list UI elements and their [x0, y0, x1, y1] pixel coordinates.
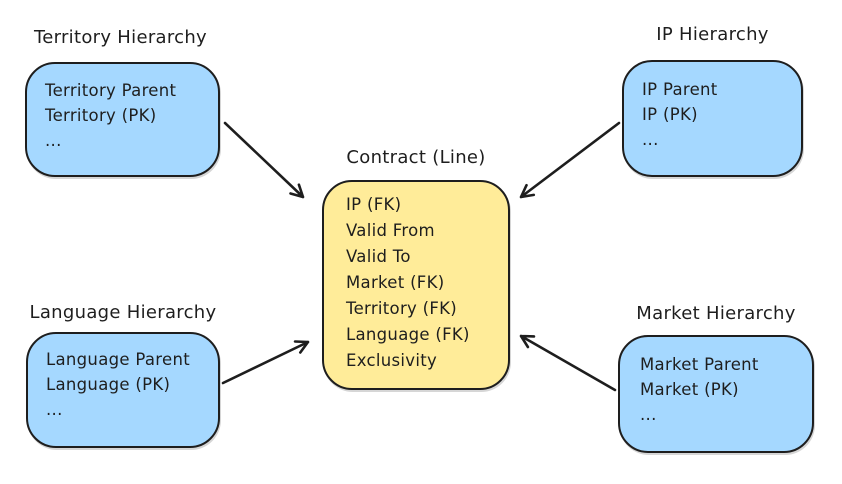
contract-line-box: IP (FK) Valid From Valid To Market (FK) …: [322, 180, 510, 390]
territory-hierarchy-title: Territory Hierarchy: [33, 27, 208, 48]
contract-field-language-fk: Language (FK): [346, 325, 470, 344]
market-field-pk: Market (PK): [640, 380, 739, 399]
territory-field-parent: Territory Parent: [45, 81, 177, 100]
arrow-ip-to-contract: [519, 121, 621, 199]
contract-line-title: Contract (Line): [346, 147, 486, 168]
ip-field-pk: IP (PK): [642, 105, 698, 124]
language-field-parent: Language Parent: [46, 350, 190, 369]
territory-field-ellipsis: ...: [45, 131, 62, 150]
language-hierarchy-box: Language Parent Language (PK) ...: [26, 332, 220, 448]
arrow-market-to-contract: [519, 334, 617, 392]
market-field-ellipsis: ...: [640, 405, 657, 424]
contract-field-valid-to: Valid To: [346, 247, 411, 266]
language-field-ellipsis: ...: [46, 400, 63, 419]
contract-field-ip-fk: IP (FK): [346, 195, 402, 214]
market-field-parent: Market Parent: [640, 355, 759, 374]
market-hierarchy-box: Market Parent Market (PK) ...: [618, 335, 814, 453]
territory-field-pk: Territory (PK): [45, 106, 157, 125]
language-field-pk: Language (PK): [46, 375, 171, 394]
market-hierarchy-title: Market Hierarchy: [636, 303, 796, 324]
arrow-territory-to-contract: [223, 121, 305, 199]
contract-field-valid-from: Valid From: [346, 221, 435, 240]
language-hierarchy-title: Language Hierarchy: [29, 302, 217, 323]
ip-hierarchy-box: IP Parent IP (PK) ...: [622, 60, 803, 177]
ip-hierarchy-title: IP Hierarchy: [656, 24, 769, 45]
contract-field-market-fk: Market (FK): [346, 273, 445, 292]
contract-field-exclusivity: Exclusivity: [346, 351, 438, 370]
arrow-language-to-contract: [221, 340, 310, 385]
contract-field-territory-fk: Territory (FK): [346, 299, 458, 318]
territory-hierarchy-box: Territory Parent Territory (PK) ...: [25, 62, 220, 177]
ip-field-ellipsis: ...: [642, 130, 659, 149]
ip-field-parent: IP Parent: [642, 80, 718, 99]
